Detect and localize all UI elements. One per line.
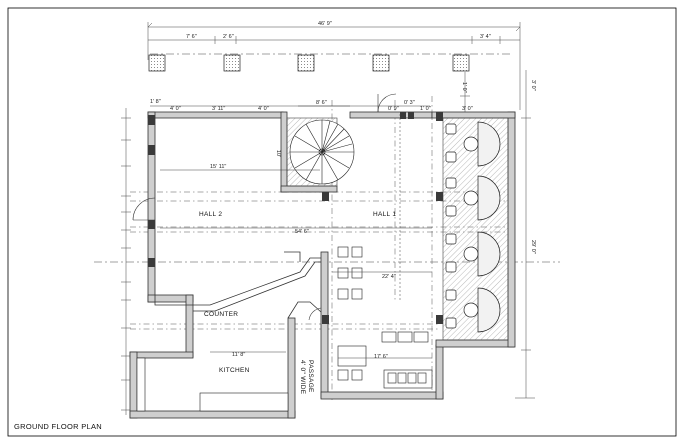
right-top-label: 3' 0" (530, 80, 536, 91)
room-label-passage-line2: PASSAGE (307, 360, 314, 393)
dim-hall-total: 54' 6" (295, 229, 309, 235)
passage-door-swing (308, 307, 322, 321)
dim-top-mid-3: 1' 0" (420, 106, 431, 112)
dim-hall2-width: 15' 11" (210, 164, 226, 170)
dim-stair-width: 8' 6" (316, 100, 327, 106)
entry-door-swing (377, 93, 397, 113)
kitchen-fixtures (136, 357, 289, 412)
drawing-title: GROUND FLOOR PLAN (14, 422, 102, 431)
dim-top-right: 3' 0" (462, 106, 473, 112)
dim-top-left-1: 1' 8" (150, 99, 161, 105)
dim-top-left-2: 4' 0" (170, 106, 181, 112)
top-dimension-lines (147, 22, 521, 110)
dim-small-table: 17' 6" (374, 354, 388, 360)
sheet-border (7, 7, 677, 437)
room-label-counter: COUNTER (204, 311, 238, 318)
spiral-staircase (286, 117, 355, 187)
dining-chairs (337, 246, 363, 300)
room-label-passage-line1: 4' 0" WIDE (299, 360, 306, 395)
column-spacing-label-a: 7' 6" (186, 34, 197, 40)
interior-dimension-lines (150, 105, 432, 359)
dining-tables-lower (337, 331, 433, 389)
dim-top-left-3: 3' 11" (212, 106, 225, 112)
counter-walls (154, 251, 322, 319)
right-height-label: 29' 0" (530, 240, 536, 254)
room-label-kitchen: KITCHEN (219, 367, 250, 374)
columns (148, 112, 443, 324)
dim-top-mid-1: 0' 9" (388, 106, 399, 112)
right-dimension-lines (460, 70, 535, 399)
dim-hall1-depth: 22' 4" (382, 274, 396, 280)
room-label-hall-1: HALL 1 (373, 211, 396, 218)
right-mid-label: 1' 0" (461, 82, 467, 93)
footing-pads (148, 54, 470, 72)
dim-top-mid-2: 0' 3" (404, 100, 415, 106)
column-spacing-label-b: 2' 6" (223, 34, 234, 40)
dim-stair-depth: 10' (275, 150, 281, 157)
column-spacing-label-right: 3' 4" (480, 34, 491, 40)
walls (129, 111, 516, 419)
dim-top-left-4: 4' 0" (258, 106, 269, 112)
booth-seating (445, 121, 501, 333)
dim-kitchen-width: 11' 8" (232, 352, 245, 358)
room-label-hall-2: HALL 2 (199, 211, 222, 218)
overall-width-label: 46' 9" (318, 21, 332, 27)
